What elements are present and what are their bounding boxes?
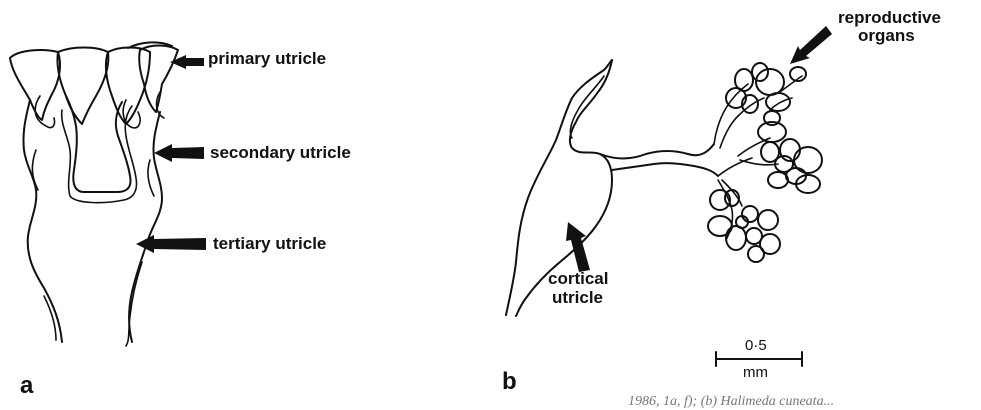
caption-fragment: 1986, 1a, f); (b) Halimeda cuneata... (628, 394, 981, 410)
left-outer-wall (23, 100, 62, 342)
panel-a-drawing (10, 42, 206, 346)
arrow-tertiary-icon (136, 235, 206, 253)
label-organs: organs (858, 26, 915, 45)
stalk (600, 144, 714, 159)
panel-letter-a: a (20, 372, 33, 400)
secondary-utricle (66, 96, 131, 192)
primary-utricle-2 (57, 48, 108, 125)
primary-utricle-4 (139, 46, 178, 113)
reproductive-organs (708, 63, 822, 262)
label-primary-utricle: primary utricle (208, 49, 326, 68)
label-tertiary-utricle: tertiary utricle (213, 234, 326, 253)
arrow-reproductive-icon (790, 26, 832, 64)
scale-value: 0·5 (745, 337, 767, 354)
panel-b-drawing (506, 26, 832, 366)
arrow-secondary-icon (154, 144, 204, 162)
label-secondary-utricle: secondary utricle (210, 143, 351, 162)
label-cortical: cortical (548, 269, 608, 288)
label-reproductive: reproductive (838, 8, 941, 27)
scale-unit: mm (743, 364, 768, 381)
panel-letter-b: b (502, 368, 517, 396)
right-outer-wall (129, 112, 162, 342)
arrow-cortical-icon (566, 222, 590, 272)
label-utricle: utricle (552, 288, 603, 307)
